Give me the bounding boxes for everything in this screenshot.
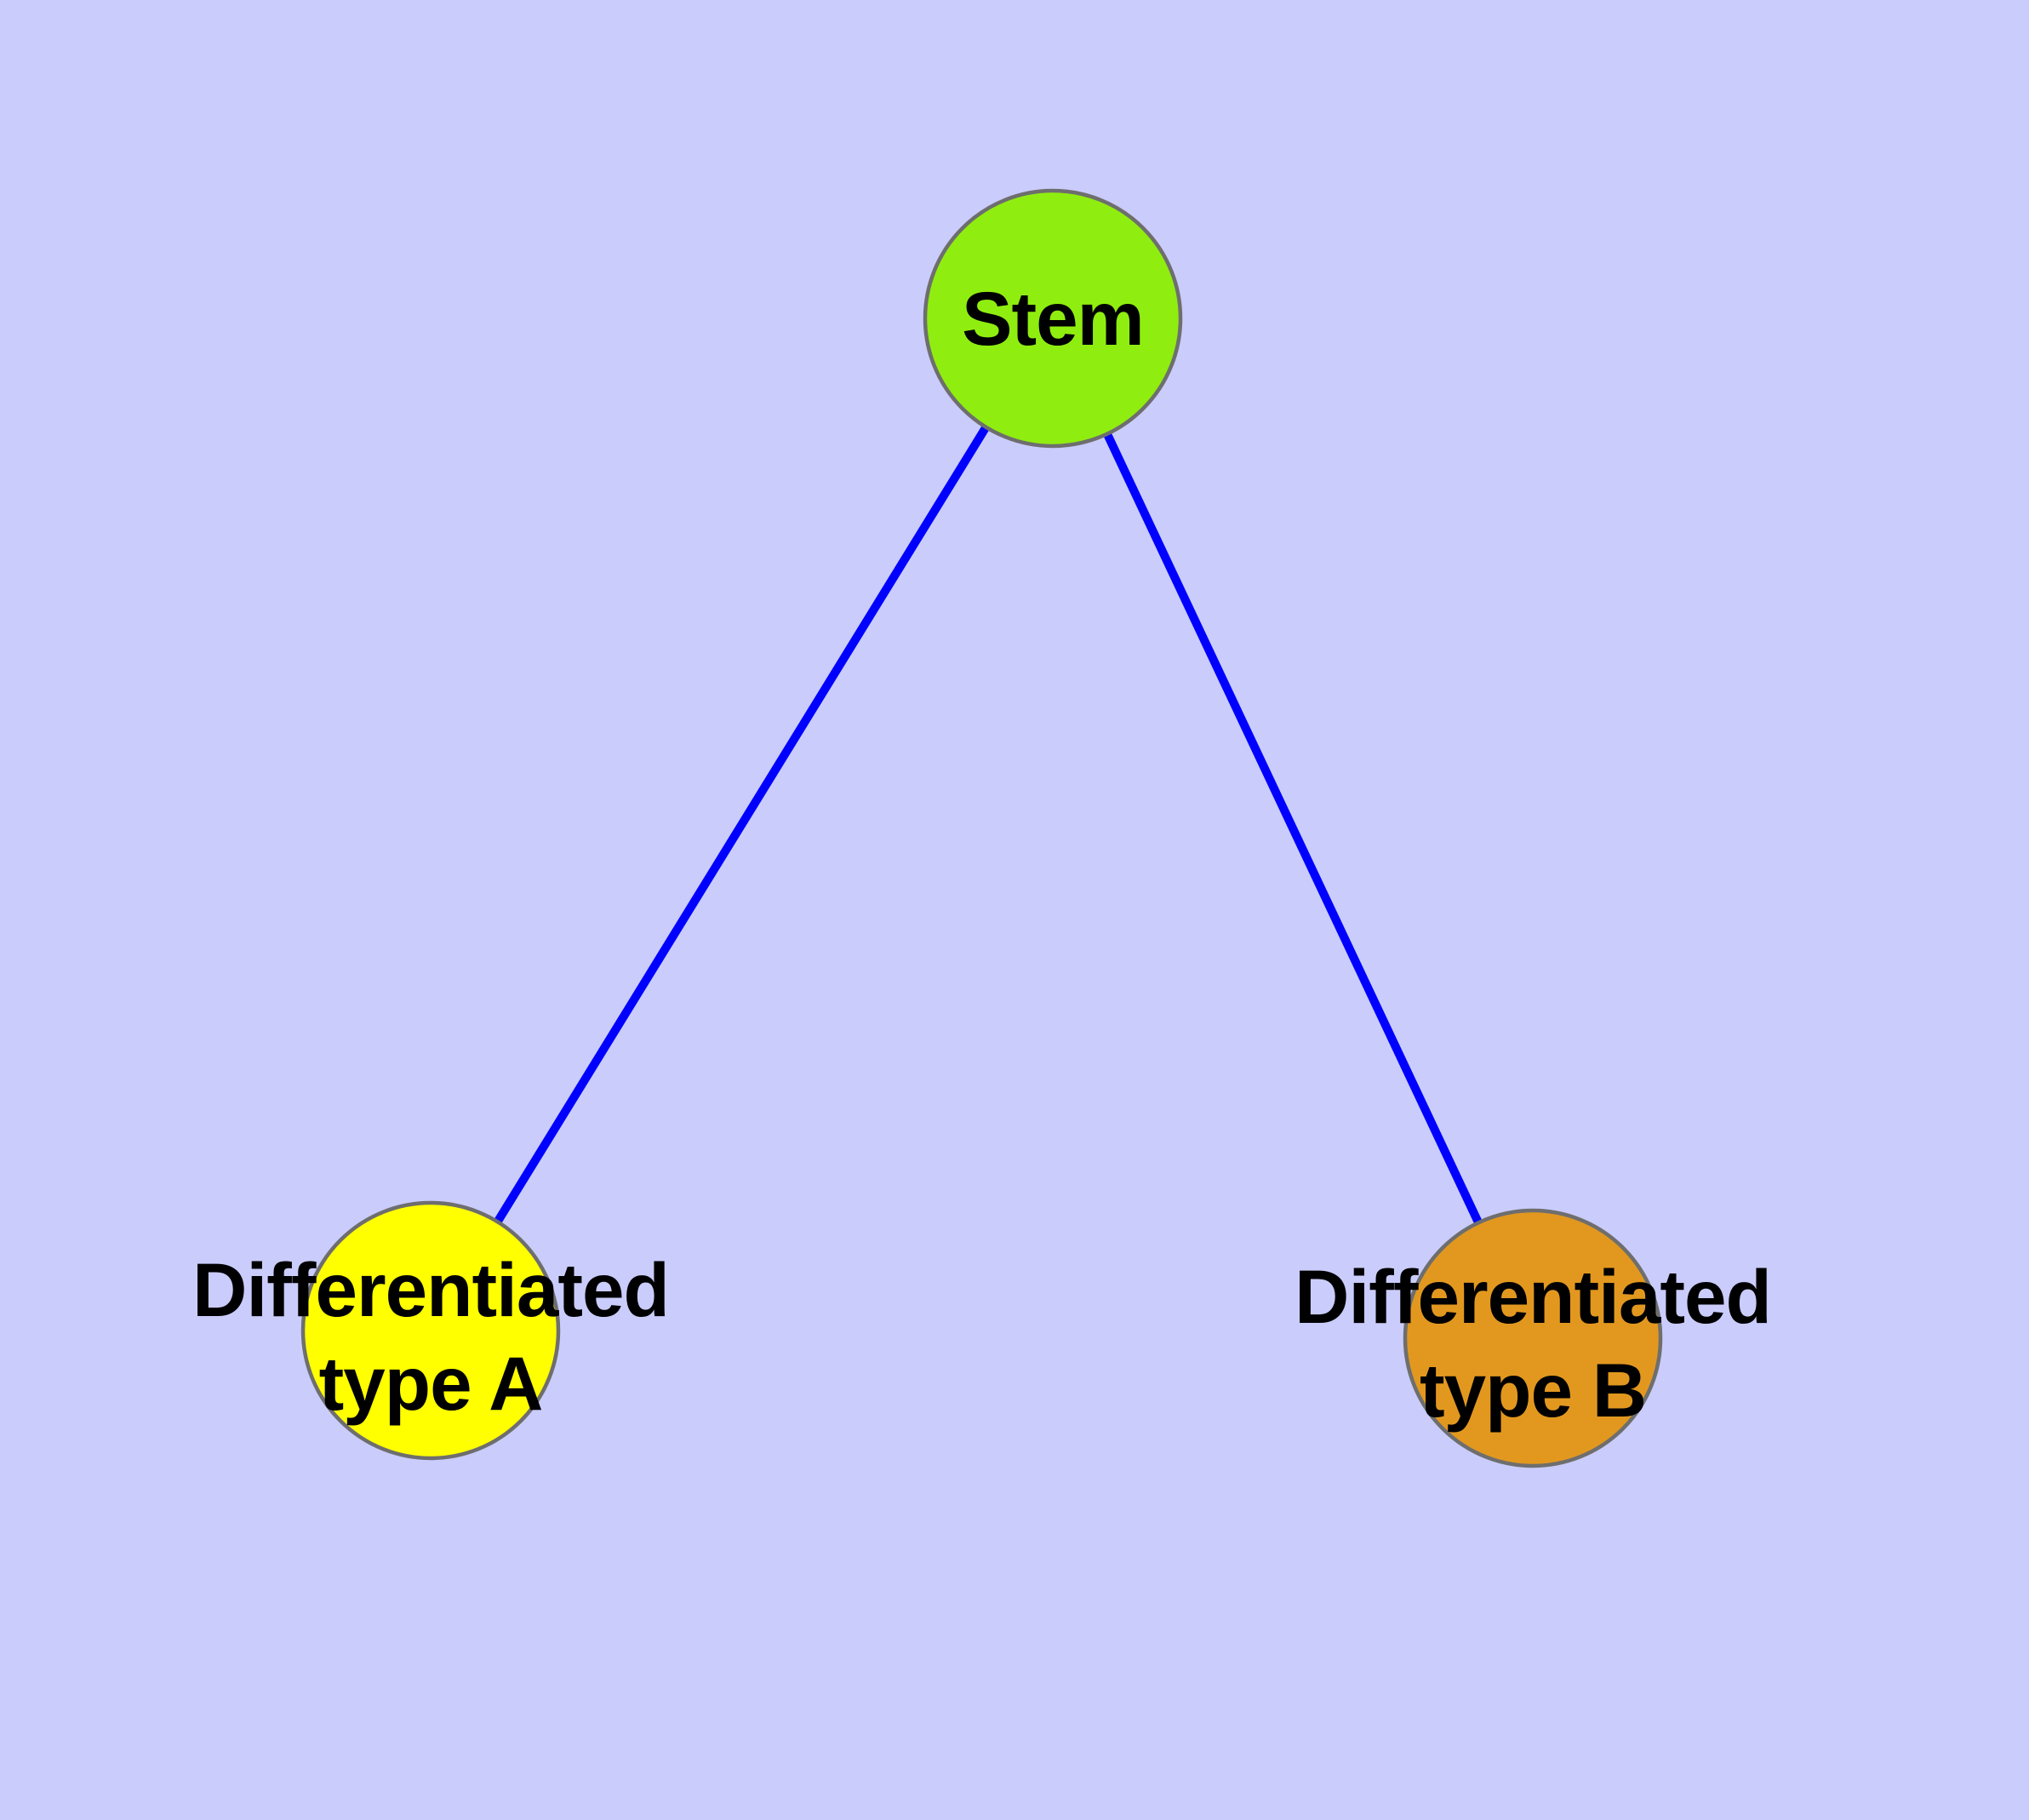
node-stem-circle xyxy=(923,188,1183,449)
edge-stem-to-type-b xyxy=(1049,316,1537,1341)
edge-stem-to-type-a xyxy=(426,316,1057,1333)
node-label-stem: Stem xyxy=(962,276,1145,361)
node-type-a-circle xyxy=(300,1200,561,1461)
node-label-type-b: Differentiated type B xyxy=(1295,1254,1772,1433)
node-type-b-circle xyxy=(1403,1208,1663,1468)
node-label-type-a: Differentiated type A xyxy=(192,1247,670,1426)
